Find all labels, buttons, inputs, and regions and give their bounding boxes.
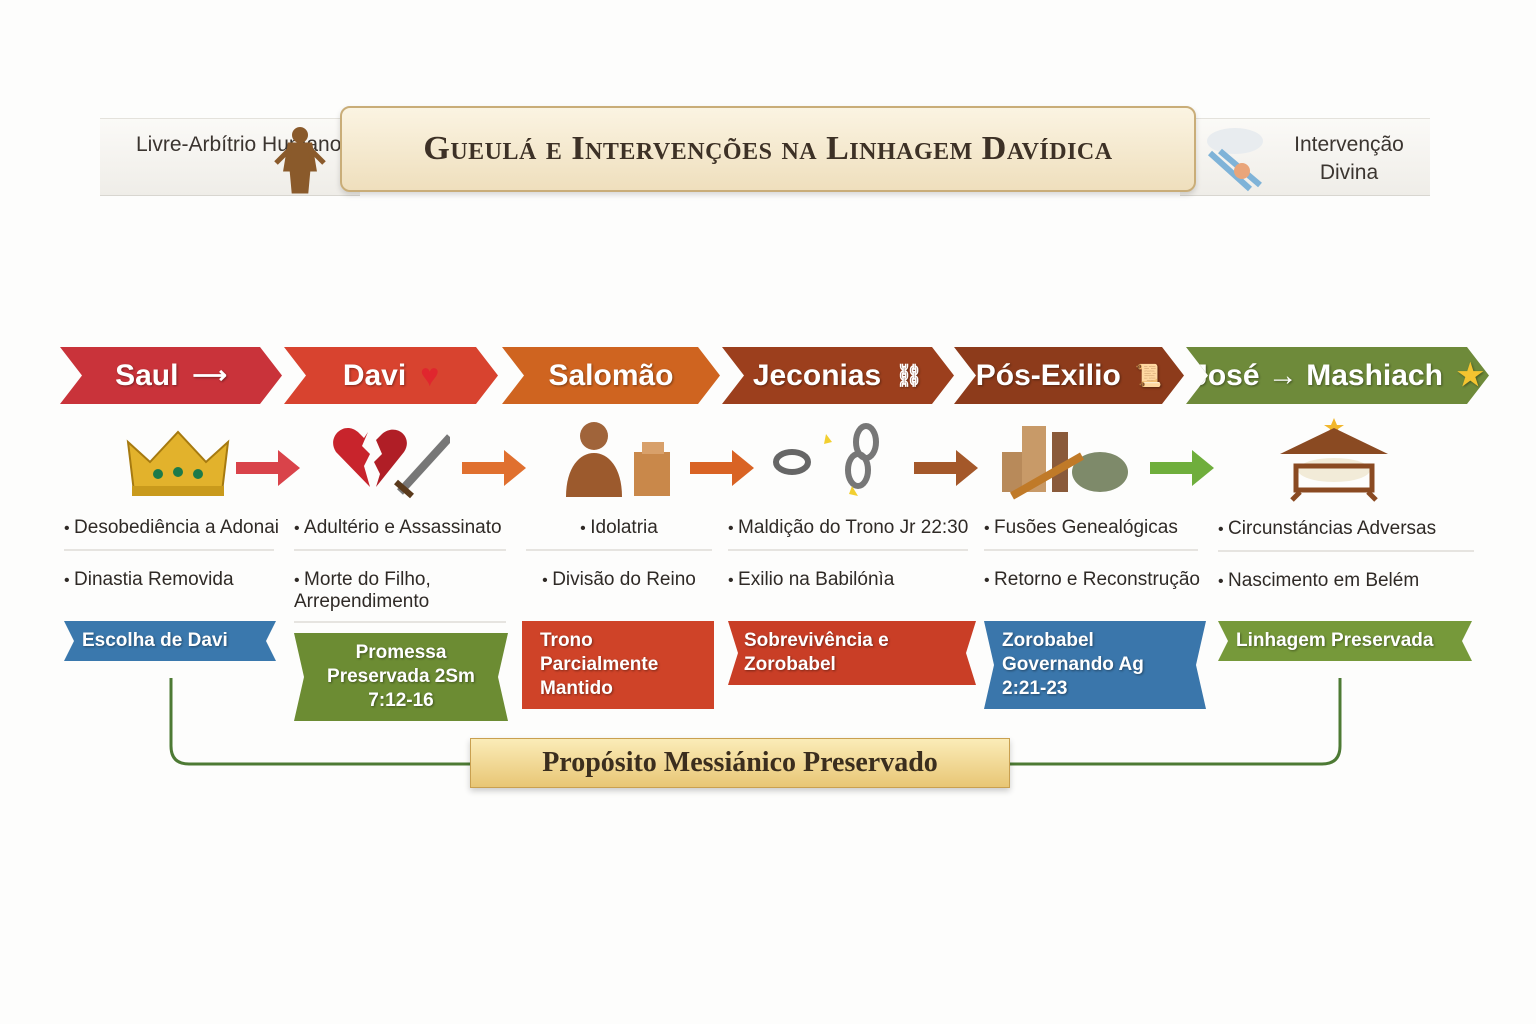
king-idol-icon (566, 422, 670, 497)
rebuilding-city-icon (1002, 426, 1128, 500)
broken-heart-sword-icon (333, 427, 450, 499)
outcome-ribbon: Escolha de Davi (64, 621, 276, 661)
heart-icon: ♥ (420, 357, 440, 393)
stage-column-saul: Desobediência a Adonai Dinastia Removida… (64, 517, 279, 661)
divider (64, 549, 274, 551)
stage-header-davi: Davi ♥ (284, 347, 498, 404)
bullet-item: Adultério e Assassinato (294, 517, 506, 539)
stage-column-jeconias: Maldição do Trono Jr 22:30 Exilio na Bab… (728, 517, 968, 685)
page-title: Gueulá e Intervenções na Linhagem Davídi… (423, 130, 1113, 167)
footer-label: Propósito Messiánico Preservado (542, 747, 938, 778)
bullet-item: Exilio na Babilónìa (728, 569, 968, 591)
stage-column-salomao: Idolatria Divisão do Reino Trono Parcial… (522, 517, 714, 709)
bullet-item: Desobediência a Adonai (64, 517, 279, 539)
person-icon (274, 127, 326, 194)
manger-icon (1280, 418, 1388, 502)
stage-name: Salomão (548, 358, 674, 392)
divider (294, 621, 506, 623)
bullet-item: Maldição do Trono Jr 22:30 (728, 517, 968, 539)
stage-column-jose-mashiach: Circunstáncias Adversas Nascimento em Be… (1218, 518, 1474, 661)
chain-icon: ⛓ (895, 362, 924, 388)
outcome-ribbon: Trono Parcialmente Mantido (522, 621, 714, 709)
stage-column-pos-exilio: Fusões Genealógicas Retorno e Reconstruç… (984, 517, 1198, 709)
bullet-item: Dinastia Removida (64, 569, 274, 591)
outcome-ribbon: Zorobabel Governando Ag 2:21-23 (984, 621, 1206, 709)
divider (294, 549, 506, 551)
bullet-item: Divisão do Reino (526, 569, 712, 591)
stage-name: José → Mashiach (1191, 358, 1443, 392)
divine-intervention-label: Intervenção Divina (1294, 133, 1404, 184)
arrow-right-icon (462, 450, 526, 486)
stage-header-salomao: Salomão (502, 347, 720, 404)
star-icon: ★ (1456, 359, 1484, 392)
bullet-item: Idolatria (526, 517, 712, 539)
stage-header-pos-exilio: Pós-Exilio 📜 (954, 347, 1184, 404)
stage-header-jose-mashiach: José → Mashiach ★ (1186, 347, 1489, 404)
footer-banner: Propósito Messiánico Preservado (470, 738, 1010, 788)
stage-column-davi: Adultério e Assassinato Morte do Filho, … (294, 517, 506, 721)
stage-header-jeconias: Jeconias ⛓ (722, 347, 954, 404)
bullet-item: Circunstáncias Adversas (1218, 518, 1474, 540)
bullet-item: Retorno e Reconstrução (984, 569, 1200, 591)
bullet-item: Fusões Genealógicas (984, 517, 1198, 539)
divider (728, 549, 968, 551)
title-scroll: Gueulá e Intervenções na Linhagem Davídi… (340, 106, 1196, 192)
outcome-ribbon: Linhagem Preservada (1218, 621, 1472, 661)
bullet-item: Morte do Filho, Arrependimento (294, 569, 474, 613)
stage-name: Jeconias (752, 358, 882, 392)
arrow-right-icon (1150, 450, 1214, 486)
crown-icon (126, 430, 230, 496)
divider (984, 549, 1198, 551)
divine-intervention-panel: Intervenção Divina (1180, 118, 1430, 196)
arrow-right-icon (914, 450, 978, 486)
broken-chains-icon (773, 423, 879, 496)
stage-name: Pós-Exilio (975, 358, 1121, 392)
cloud-hand-icon (1207, 128, 1263, 192)
outcome-ribbon: Promessa Preservada 2Sm 7:12-16 (294, 633, 508, 721)
arrow-right-icon (236, 450, 300, 486)
lightning-arrow-icon: ⟶ (192, 362, 227, 389)
divider (1218, 550, 1474, 552)
scroll-icon: 📜 (1134, 362, 1163, 388)
free-will-panel: Livre-Arbítrio Humano (100, 118, 360, 196)
bullet-item: Nascimento em Belém (1218, 570, 1474, 592)
stage-header-saul: Saul ⟶ (60, 347, 282, 404)
divider (526, 549, 712, 551)
outcome-ribbon: Sobrevivência e Zorobabel (728, 621, 976, 685)
stage-name: Davi (342, 358, 407, 392)
arrow-right-icon (690, 450, 754, 486)
stage-name: Saul (115, 358, 179, 392)
